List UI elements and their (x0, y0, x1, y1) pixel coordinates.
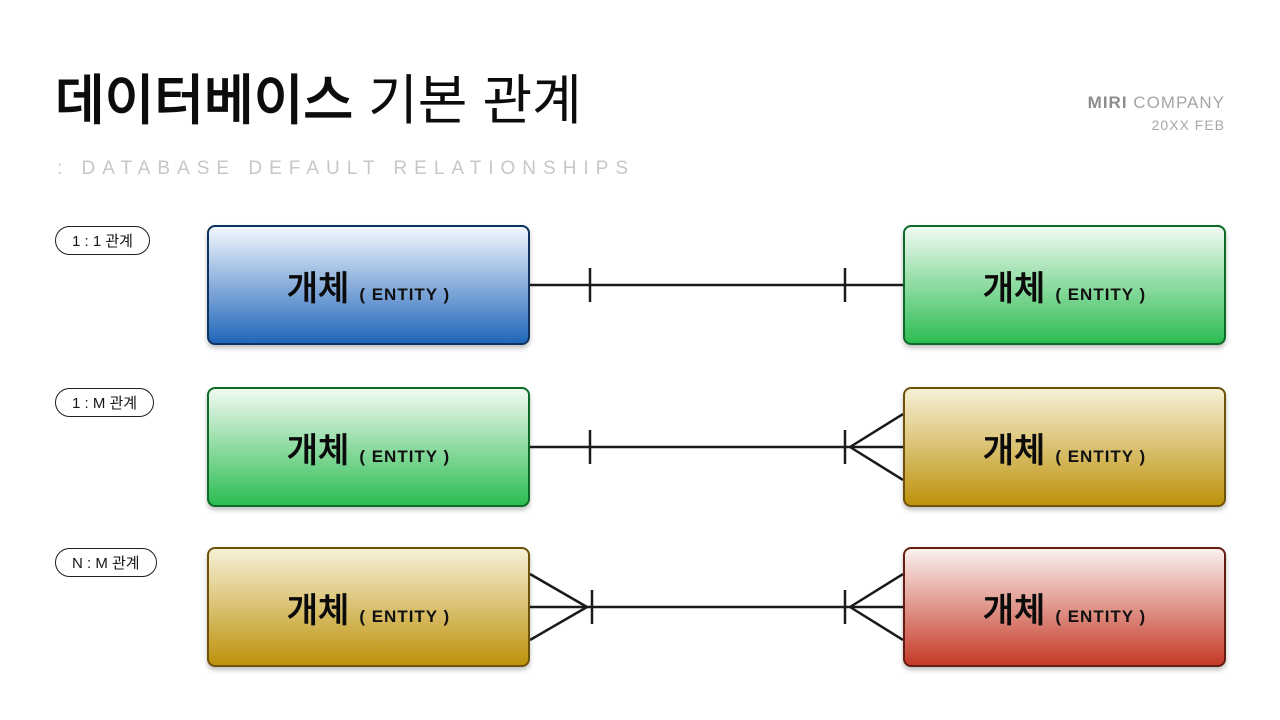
page-title-regular: 기본 관계 (368, 71, 582, 131)
entity-text: 개체 ( ENTITY ) (287, 423, 450, 472)
entity-title: 개체 (286, 591, 350, 630)
many-marker-crow-foot-right (849, 572, 903, 642)
entity-box-1-1-left: 개체 ( ENTITY ) (207, 225, 530, 345)
entity-subtitle: ( ENTITY ) (1055, 446, 1147, 466)
brand-name-regular: COMPANY (1133, 93, 1225, 112)
page-title: 데이터베이스 기본 관계 (55, 71, 582, 131)
entity-text: 개체 ( ENTITY ) (983, 423, 1146, 472)
connector-one-to-one (530, 268, 903, 302)
entity-text: 개체 ( ENTITY ) (287, 261, 450, 310)
connector-many-to-many (530, 572, 903, 642)
entity-box-n-m-left: 개체 ( ENTITY ) (207, 547, 530, 667)
entity-text: 개체 ( ENTITY ) (983, 583, 1146, 632)
brand-name-bold: MIRI (1087, 93, 1128, 112)
page-title-bold: 데이터베이스 (55, 71, 354, 131)
connector-one-to-many (530, 412, 903, 482)
brand-name: MIRI COMPANY (1088, 93, 1225, 113)
entity-title: 개체 (286, 431, 350, 470)
relationship-label-pill: N : M 관계 (55, 548, 157, 577)
relationship-row-many-to-many: N : M 관계 개체 ( ENTITY ) 개체 ( ENTITY ) (0, 547, 1280, 667)
entity-title: 개체 (982, 591, 1046, 630)
many-marker-crow-foot-right (849, 412, 903, 482)
entity-subtitle: ( ENTITY ) (1055, 284, 1147, 304)
entity-box-1-m-left: 개체 ( ENTITY ) (207, 387, 530, 507)
relationship-label-pill: 1 : M 관계 (55, 388, 155, 417)
entity-box-n-m-right: 개체 ( ENTITY ) (903, 547, 1226, 667)
entity-box-1-1-right: 개체 ( ENTITY ) (903, 225, 1226, 345)
brand-date: 20XX FEB (1151, 117, 1225, 133)
entity-subtitle: ( ENTITY ) (359, 606, 451, 626)
entity-text: 개체 ( ENTITY ) (983, 261, 1146, 310)
relationship-label-pill: 1 : 1 관계 (55, 226, 150, 255)
entity-subtitle: ( ENTITY ) (1055, 606, 1147, 626)
relationship-row-one-to-many: 1 : M 관계 개체 ( ENTITY ) 개체 ( ENTITY ) (0, 387, 1280, 507)
entity-title: 개체 (982, 431, 1046, 470)
relationship-row-one-to-one: 1 : 1 관계 개체 ( ENTITY ) 개체 ( ENTITY ) (0, 225, 1280, 345)
entity-subtitle: ( ENTITY ) (359, 446, 451, 466)
entity-title: 개체 (286, 269, 350, 308)
entity-title: 개체 (982, 269, 1046, 308)
page-subtitle: : DATABASE DEFAULT RELATIONSHIPS (57, 158, 636, 179)
entity-subtitle: ( ENTITY ) (359, 284, 451, 304)
entity-box-1-m-right: 개체 ( ENTITY ) (903, 387, 1226, 507)
entity-text: 개체 ( ENTITY ) (287, 583, 450, 632)
brand-block: MIRI COMPANY 20XX FEB (1088, 93, 1225, 133)
many-marker-crow-foot-left (530, 572, 588, 642)
